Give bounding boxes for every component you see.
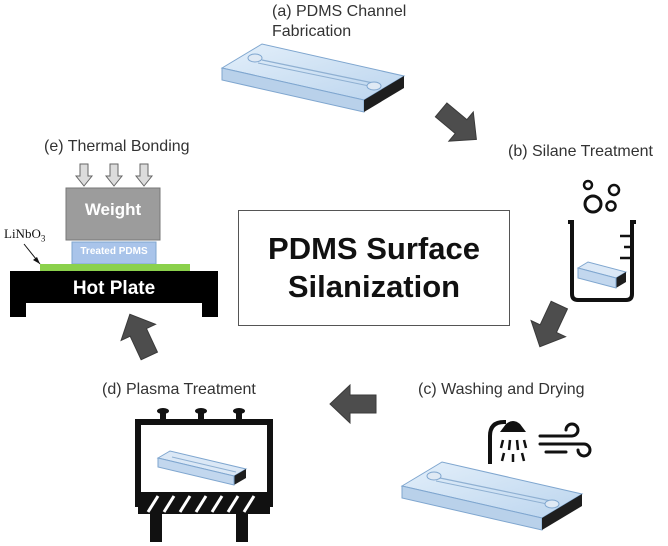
flow-arrow-c-to-d: [329, 383, 377, 425]
pdms-chip-a: [220, 43, 406, 113]
title-box: PDMS Surface Silanization: [238, 210, 510, 326]
step-a-label: (a) PDMS Channel Fabrication: [272, 2, 406, 42]
step-b-label: (b) Silane Treatment: [508, 143, 653, 160]
flow-arrow-b-to-c: [530, 300, 569, 348]
wind-icon: [538, 422, 592, 458]
step-e-label: (e) Thermal Bonding: [44, 138, 190, 155]
pdms-chip-c: [400, 461, 584, 531]
shower-icon: [488, 420, 528, 464]
hot-plate: [10, 271, 218, 317]
step-d-label: (d) Plasma Treatment: [102, 381, 256, 398]
substrate-label: LiNbO3: [4, 226, 45, 244]
substrate-pointer: [23, 243, 41, 265]
substrate-label-subscript: 3: [40, 233, 46, 244]
hot-plate-label: Hot Plate: [72, 278, 156, 299]
linbo3-substrate: [40, 264, 190, 271]
step-c-label: (c) Washing and Drying: [418, 381, 585, 398]
title-line-1: PDMS Surface: [268, 231, 480, 266]
treated-pdms-label: Treated PDMS: [80, 246, 148, 257]
title-line-2: Silanization: [287, 269, 461, 304]
pressure-arrows: [74, 163, 154, 187]
plasma-chamber-icon: [135, 408, 273, 542]
substrate-label-base: LiNbO: [4, 226, 41, 241]
weight-block: [65, 187, 161, 241]
flow-arrow-d-to-e: [120, 313, 159, 361]
step-a-label-line1: (a) PDMS Channel: [272, 3, 407, 20]
step-a-label-line2: Fabrication: [272, 23, 352, 40]
flow-arrow-a-to-b: [434, 102, 477, 142]
weight-label: Weight: [84, 200, 142, 219]
beaker-icon: [568, 179, 636, 302]
